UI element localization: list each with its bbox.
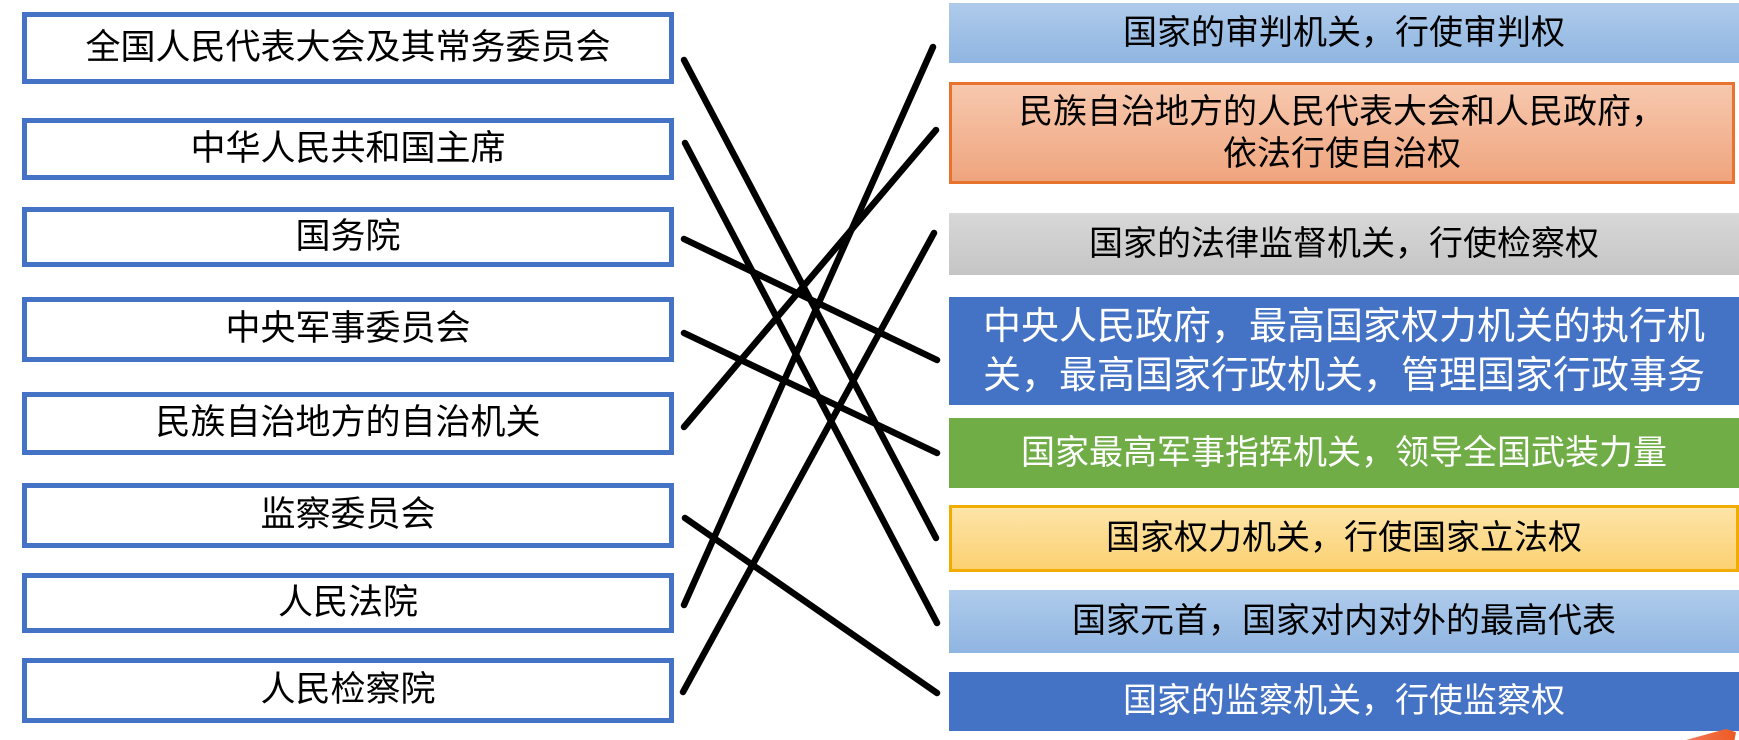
left-box-central-military-commission: 中央军事委员会	[22, 297, 674, 362]
match-line-0-to-5	[680, 56, 940, 542]
right-box-legal-supervision: 国家的法律监督机关，行使检察权	[949, 213, 1739, 275]
match-line-5-to-7	[681, 514, 941, 697]
match-line-1-to-6	[681, 139, 941, 627]
right-box-judicial-organ: 国家的审判机关，行使审判权	[949, 3, 1739, 63]
corner-arrow-decoration	[1686, 729, 1736, 740]
left-box-autonomous-organs: 民族自治地方的自治机关	[22, 392, 674, 455]
match-line-4-to-1	[680, 126, 940, 431]
right-box-military-command: 国家最高军事指挥机关，领导全国武装力量	[949, 418, 1739, 488]
left-box-npc-and-standing-committee: 全国人民代表大会及其常务委员会	[22, 12, 674, 84]
match-line-3-to-4	[680, 329, 941, 457]
right-box-autonomy-description: 民族自治地方的人民代表大会和人民政府， 依法行使自治权	[949, 82, 1735, 184]
left-box-supervisory-commission: 监察委员会	[22, 483, 674, 548]
right-box-legislative-power: 国家权力机关，行使国家立法权	[949, 505, 1739, 572]
match-line-7-to-2	[679, 229, 938, 696]
left-box-peoples-procuratorate: 人民检察院	[22, 658, 674, 723]
right-box-supervisory-organ: 国家的监察机关，行使监察权	[949, 672, 1739, 731]
left-box-state-council: 国务院	[22, 207, 674, 267]
right-box-central-government: 中央人民政府，最高国家权力机关的执行机 关，最高国家行政机关，管理国家行政事务	[949, 297, 1739, 405]
left-box-president-of-prc: 中华人民共和国主席	[22, 118, 674, 180]
match-line-2-to-3	[680, 235, 941, 364]
right-box-head-of-state: 国家元首，国家对内对外的最高代表	[949, 590, 1739, 653]
left-box-peoples-court: 人民法院	[22, 573, 674, 633]
match-line-6-to-0	[680, 43, 937, 609]
